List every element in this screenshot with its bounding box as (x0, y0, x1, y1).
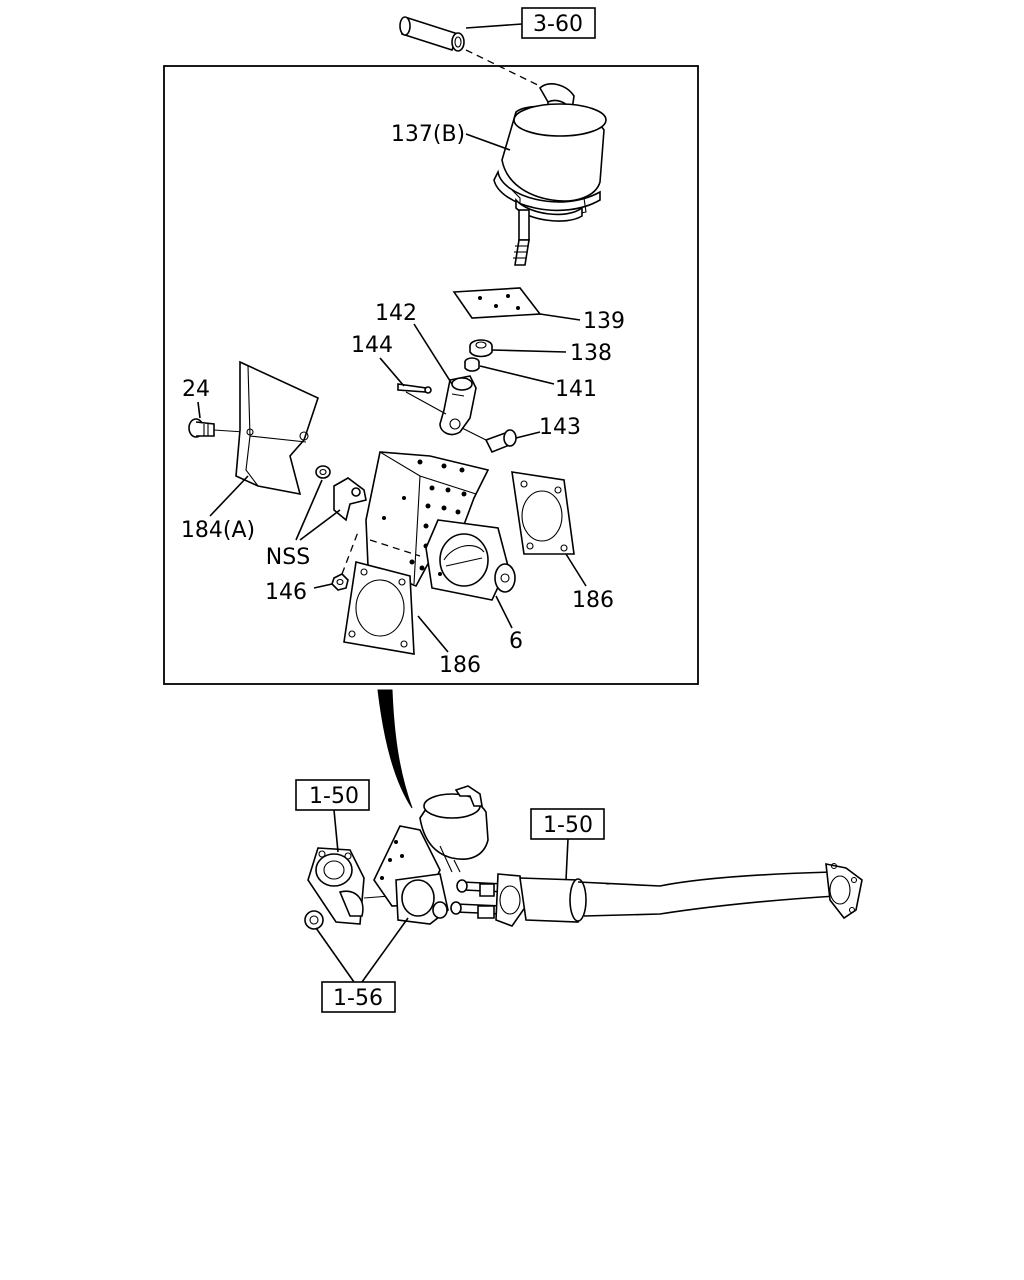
leader-186-right (565, 553, 587, 587)
nut-146 (331, 573, 349, 591)
callout-6: 6 (509, 629, 523, 654)
exhaust-assembly (304, 785, 863, 930)
nut-138 (469, 339, 493, 358)
callout-nss: NSS (266, 545, 310, 570)
gasket-139 (452, 287, 542, 319)
ref-1-56[interactable]: 1-56 (333, 986, 383, 1011)
pin-144 (397, 383, 432, 394)
callout-137: 137(B) (391, 122, 465, 147)
leader-24 (197, 401, 201, 419)
leader-144 (379, 357, 405, 387)
hose-dash-line (465, 49, 549, 91)
ref-box-1-56[interactable] (321, 981, 396, 1013)
ref-1-50-right[interactable]: 1-50 (543, 813, 593, 838)
leader-1-56-right (361, 917, 409, 983)
washer-141 (464, 357, 480, 372)
ref-3-60[interactable]: 3-60 (533, 12, 583, 37)
gasket-186-bottom (343, 561, 415, 655)
leader-186-bottom (417, 615, 449, 653)
ref-box-1-50-left[interactable] (295, 779, 370, 811)
leader-146 (313, 583, 333, 589)
callout-144: 144 (351, 333, 393, 358)
leader-6 (495, 595, 513, 629)
leader-nss-1 (295, 479, 323, 541)
detail-frame (163, 65, 699, 685)
ref-1-50-left[interactable]: 1-50 (309, 784, 359, 809)
callout-141: 141 (555, 377, 597, 402)
leader-nss-2 (299, 509, 341, 541)
gasket-186-right (511, 471, 575, 555)
callout-186-right: 186 (572, 588, 614, 613)
pin-guide-line (405, 391, 447, 415)
ref-box-3-60[interactable] (521, 7, 596, 39)
housing-6 (425, 519, 516, 601)
nss-parts (315, 465, 367, 522)
lever-142 (439, 375, 477, 436)
leader-1-50-left (333, 809, 339, 853)
callout-186-bottom: 186 (439, 653, 481, 678)
leader-3-60 (465, 23, 523, 29)
leader-138 (491, 349, 567, 353)
leader-143 (515, 431, 541, 439)
leader-1-50-right (565, 838, 569, 881)
callout-142: 142 (375, 301, 417, 326)
actuator-137 (493, 83, 607, 266)
block-dash-line (369, 539, 421, 557)
leader-1-56-left (315, 927, 355, 983)
leader-184 (209, 475, 249, 517)
ref-box-1-50-right[interactable] (530, 808, 605, 840)
leader-139 (539, 313, 581, 321)
bolt-24 (188, 418, 245, 438)
leader-142 (413, 323, 453, 385)
callout-139: 139 (583, 309, 625, 334)
nut-dash-line (341, 531, 359, 575)
callout-146: 146 (265, 580, 307, 605)
detail-arrow (377, 689, 413, 809)
heat-shield-184 (235, 360, 319, 496)
callout-138: 138 (570, 341, 612, 366)
vacuum-hose (399, 16, 465, 52)
bolt-143 (461, 427, 517, 454)
leader-137 (465, 133, 511, 151)
leader-141 (479, 365, 555, 385)
callout-184: 184(A) (181, 518, 255, 543)
callout-143: 143 (539, 415, 581, 440)
callout-24: 24 (182, 377, 210, 402)
